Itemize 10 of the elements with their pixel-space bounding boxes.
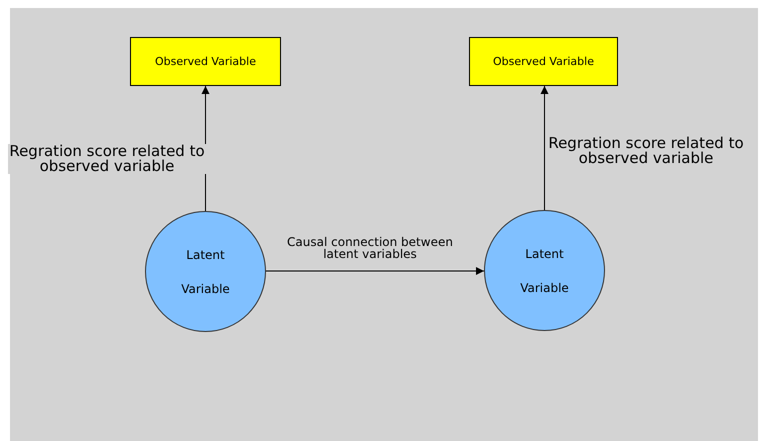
edge-label: Regration score related to observed variable [8, 144, 206, 174]
node-label: Observed Variable [155, 55, 256, 68]
node-label: Latent Variable [519, 246, 570, 296]
node-label: Latent Variable [180, 246, 231, 298]
arrow [266, 267, 484, 275]
arrow [540, 86, 548, 210]
node-label: Observed Variable [493, 55, 594, 68]
edge-label: Regration score related to observed variable [548, 136, 744, 166]
observed-variable-box [130, 37, 281, 86]
observed-variable-box [469, 37, 618, 86]
